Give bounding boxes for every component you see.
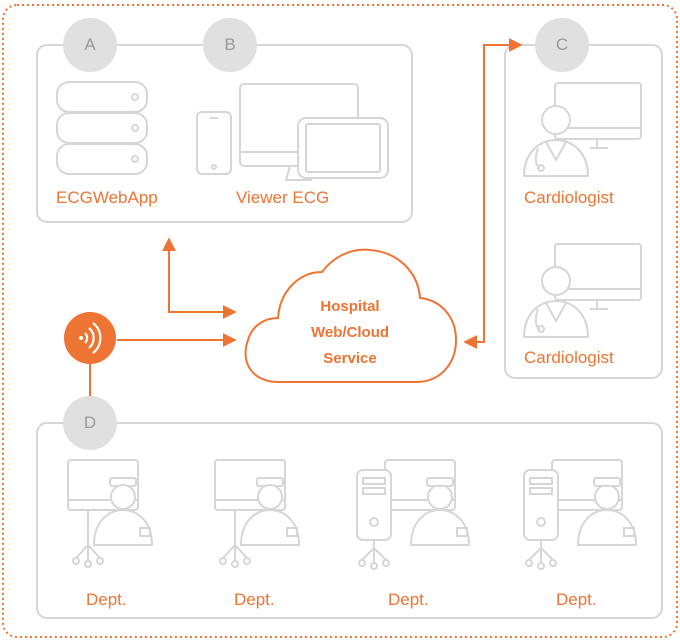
doctor-workstation-icon	[522, 82, 642, 177]
connector-cloud-c	[463, 38, 523, 349]
wireless-signal-icon	[64, 312, 116, 364]
label-dept-1: Dept.	[86, 590, 127, 609]
label-dept-4: Dept.	[556, 590, 597, 609]
cloud-icon	[244, 248, 458, 383]
nurse-cart-workstation-icon	[356, 459, 471, 570]
badge-d: D	[63, 396, 117, 450]
badge-a: A	[63, 18, 117, 72]
cloud-label: Hospital Web/Cloud Service	[290, 294, 410, 372]
badge-b: B	[203, 18, 257, 72]
connector-ab-cloud	[162, 237, 237, 319]
phone-icon	[196, 111, 232, 175]
label-ecgwebapp: ECGWebApp	[56, 188, 158, 207]
nurse-cart-workstation-icon	[523, 459, 638, 570]
cloud-label-line3: Service	[323, 350, 377, 367]
tablet-icon	[297, 117, 389, 179]
label-dept-3: Dept.	[388, 590, 429, 609]
server-icon	[56, 81, 148, 175]
cloud-label-line2: Web/Cloud	[310, 324, 390, 341]
group-box-d	[36, 422, 663, 619]
nurse-workstation-icon	[214, 459, 301, 568]
outer-dotted-boundary	[2, 4, 678, 638]
label-cardiologist-1: Cardiologist	[524, 188, 614, 207]
cloud-label-line1: Hospital	[320, 298, 380, 315]
nurse-workstation-icon	[67, 459, 154, 568]
label-cardiologist-2: Cardiologist	[524, 348, 614, 367]
doctor-workstation-icon	[522, 243, 642, 338]
label-dept-2: Dept.	[234, 590, 275, 609]
label-viewer-ecg: Viewer ECG	[236, 188, 330, 207]
badge-c: C	[535, 18, 589, 72]
